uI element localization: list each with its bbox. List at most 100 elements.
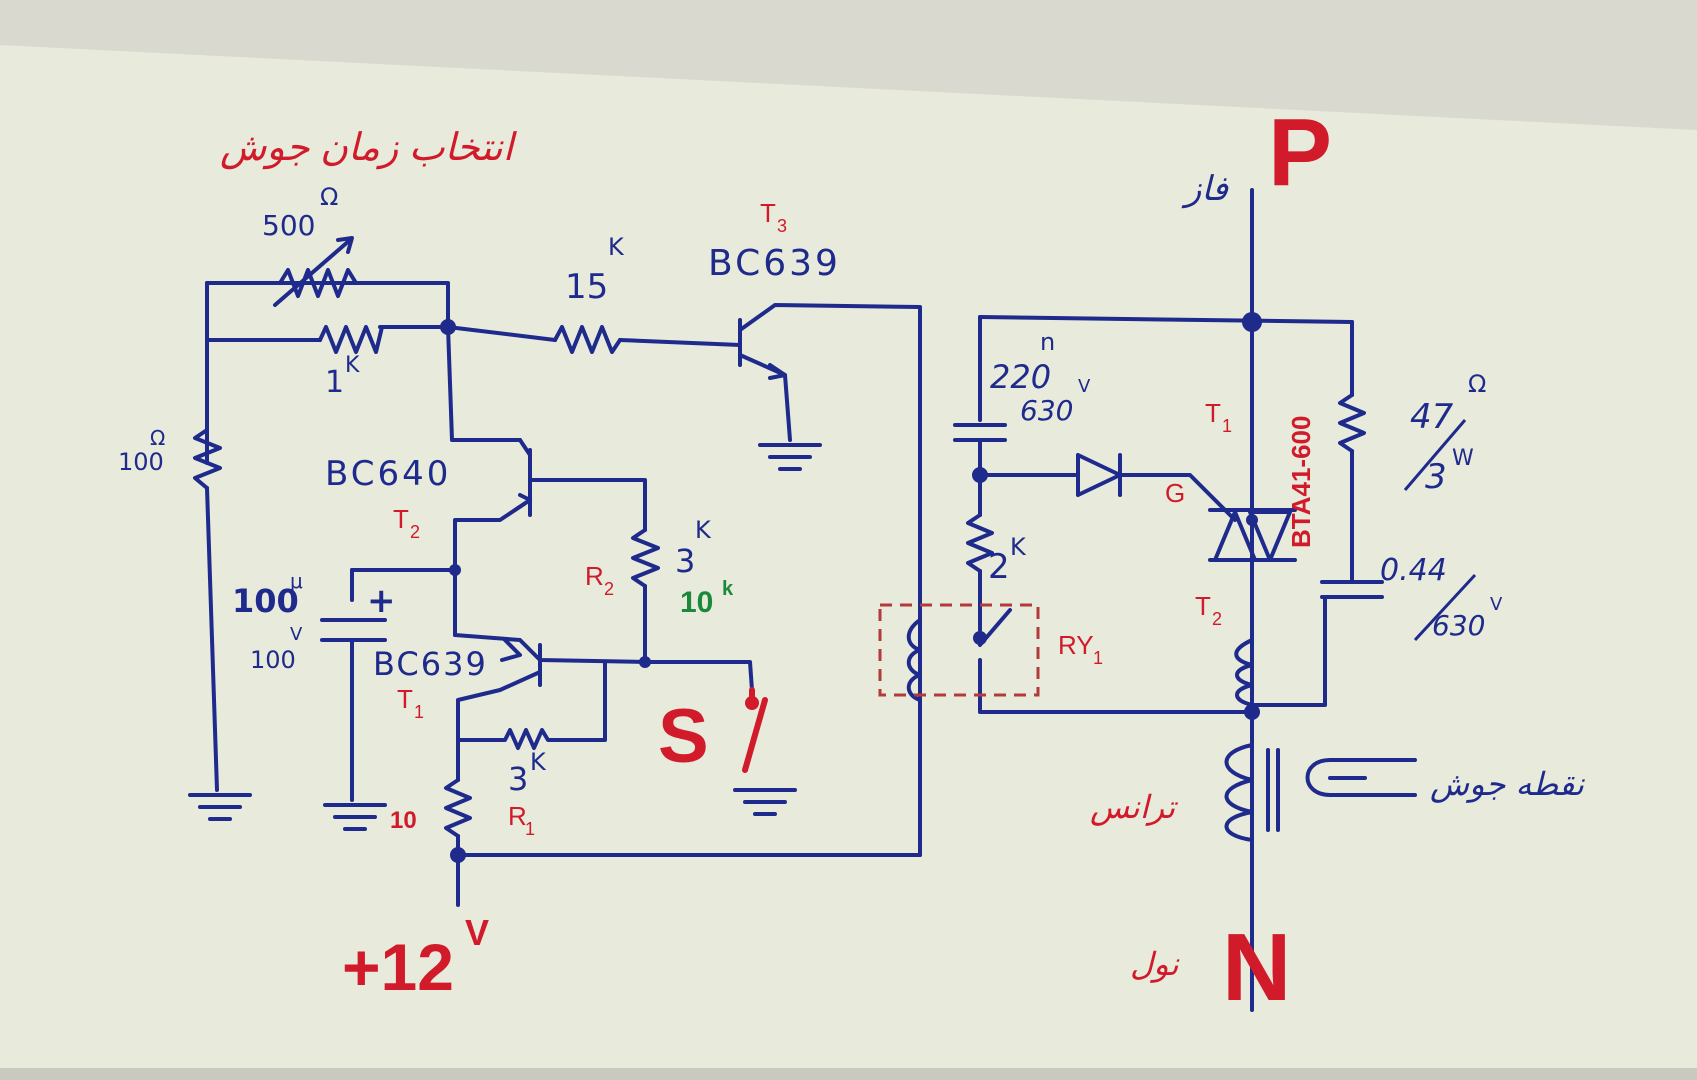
junction-node xyxy=(972,467,988,483)
left-ground xyxy=(188,793,252,821)
t2-base-to-r2-wire xyxy=(528,478,647,532)
supply-unit: V xyxy=(465,912,489,953)
r47-watt-unit: W xyxy=(1452,446,1474,471)
r2k-label: 2 xyxy=(988,547,1010,587)
relay-ry1-box xyxy=(878,603,1040,697)
junction-node xyxy=(973,631,987,645)
weld-point-fa: نقطه جوش xyxy=(1430,765,1585,803)
cap100-volt-unit: V xyxy=(290,624,303,645)
t3-ground xyxy=(758,443,822,471)
whiteboard-surface xyxy=(0,45,1697,1072)
relay-bottom-wire xyxy=(978,658,1254,714)
r2-alt-unit: k xyxy=(722,578,734,600)
r100-unit: Ω xyxy=(150,426,165,450)
t3-sub: 3 xyxy=(777,216,787,236)
cap044-label: 0.44 xyxy=(1380,553,1447,588)
pot-arrow xyxy=(273,238,352,307)
r10-label: 10 xyxy=(390,807,417,834)
cap100-unit: μ xyxy=(290,569,303,593)
t3-emitter-arrow xyxy=(768,363,787,380)
cap044-fraction-slash xyxy=(1413,573,1477,642)
triac-t1-label: T xyxy=(1205,398,1221,428)
pot-top-wire xyxy=(205,281,450,329)
r15k-label: 15 xyxy=(565,267,608,307)
board-bottom-edge xyxy=(0,1068,1697,1080)
cap044-volt: 630 xyxy=(1432,609,1485,642)
pot-arrowhead xyxy=(336,236,354,254)
transformer-core xyxy=(1266,748,1280,832)
r15k-resistor xyxy=(553,325,622,354)
r2-val: 3 xyxy=(675,542,695,580)
r1-val: 3 xyxy=(508,760,528,798)
cap044-plates xyxy=(1320,580,1384,599)
node-to-r15k-wire xyxy=(446,325,557,342)
r47-fraction-slash xyxy=(1403,419,1467,491)
junction-node xyxy=(1242,312,1262,332)
r1k-unit: K xyxy=(345,353,360,378)
phase-label: P xyxy=(1268,99,1332,206)
transformer-primary-top xyxy=(1234,638,1254,707)
node-to-t2-wire xyxy=(446,325,522,442)
junction-node xyxy=(1246,514,1258,526)
triac-t1-sub: 1 xyxy=(1222,416,1232,436)
triac-t2-sub: 2 xyxy=(1212,609,1222,629)
t1-sub: 1 xyxy=(414,702,424,722)
neutral-fa: نول xyxy=(1130,946,1180,983)
r100-label: 100 xyxy=(118,448,164,476)
title-weld-time: انتخاب زمان جوش xyxy=(220,127,518,170)
r47-resistor xyxy=(1338,393,1366,453)
t2-sub: 2 xyxy=(410,522,420,542)
supply-label: +12 xyxy=(342,930,454,1004)
r47-watt: 3 xyxy=(1425,457,1447,497)
switch-ground xyxy=(733,788,797,816)
r47-label: 47 xyxy=(1410,397,1454,437)
junction-node xyxy=(450,847,466,863)
weld-secondary-loop xyxy=(1305,758,1417,797)
t1-arrow xyxy=(500,638,522,662)
pot-unit: Ω xyxy=(320,183,338,211)
r2-unit: K xyxy=(695,516,712,544)
t2-name: T xyxy=(393,504,409,534)
cap220-volt: 630 xyxy=(1020,394,1073,427)
pot-resistor xyxy=(278,268,358,298)
diac-to-gate-wire xyxy=(1118,473,1237,522)
phase-fa: فاز xyxy=(1181,169,1229,209)
junction-node xyxy=(1244,704,1260,720)
cap100-plus: + xyxy=(367,581,396,621)
r15k-unit: K xyxy=(608,233,625,261)
r15k-to-t3-wire xyxy=(618,338,742,347)
transformer-fa: ترانس xyxy=(1090,789,1178,826)
r2k-unit: K xyxy=(1010,533,1027,561)
r47-unit: Ω xyxy=(1468,370,1486,398)
r2-resistor xyxy=(631,528,660,588)
t3-part: BC639 xyxy=(708,243,841,284)
junction-node xyxy=(449,564,461,576)
t1-collector-wire xyxy=(453,633,652,664)
r1k-label: 1 xyxy=(325,365,344,400)
t2-arrow xyxy=(513,493,532,512)
triac-gate-label: G xyxy=(1165,478,1185,508)
r1-sub: 1 xyxy=(525,819,535,839)
t2-emitter xyxy=(518,438,532,457)
cap220-label: 220 xyxy=(990,358,1051,396)
neutral-label: N xyxy=(1222,914,1291,1021)
t3-collector-wire xyxy=(738,303,922,857)
r2-alt: 10 xyxy=(680,586,713,619)
transformer-primary xyxy=(1224,743,1254,842)
r10-resistor xyxy=(444,778,472,838)
relay-label: RY xyxy=(1058,630,1094,660)
r1-name: R xyxy=(508,801,527,831)
t2-part: BC640 xyxy=(325,454,451,494)
junction-node xyxy=(639,656,651,668)
switch-lever xyxy=(742,697,768,773)
cap100-volt: 100 xyxy=(250,646,296,674)
cap044-volt-unit: V xyxy=(1490,594,1503,615)
relay-sub: 1 xyxy=(1093,648,1103,668)
r100-resistor xyxy=(193,428,222,490)
r2-name: R xyxy=(585,561,604,591)
switch-pivot xyxy=(745,696,759,710)
cap100-label: 100 xyxy=(232,582,299,620)
triac-t2-label: T xyxy=(1195,591,1211,621)
